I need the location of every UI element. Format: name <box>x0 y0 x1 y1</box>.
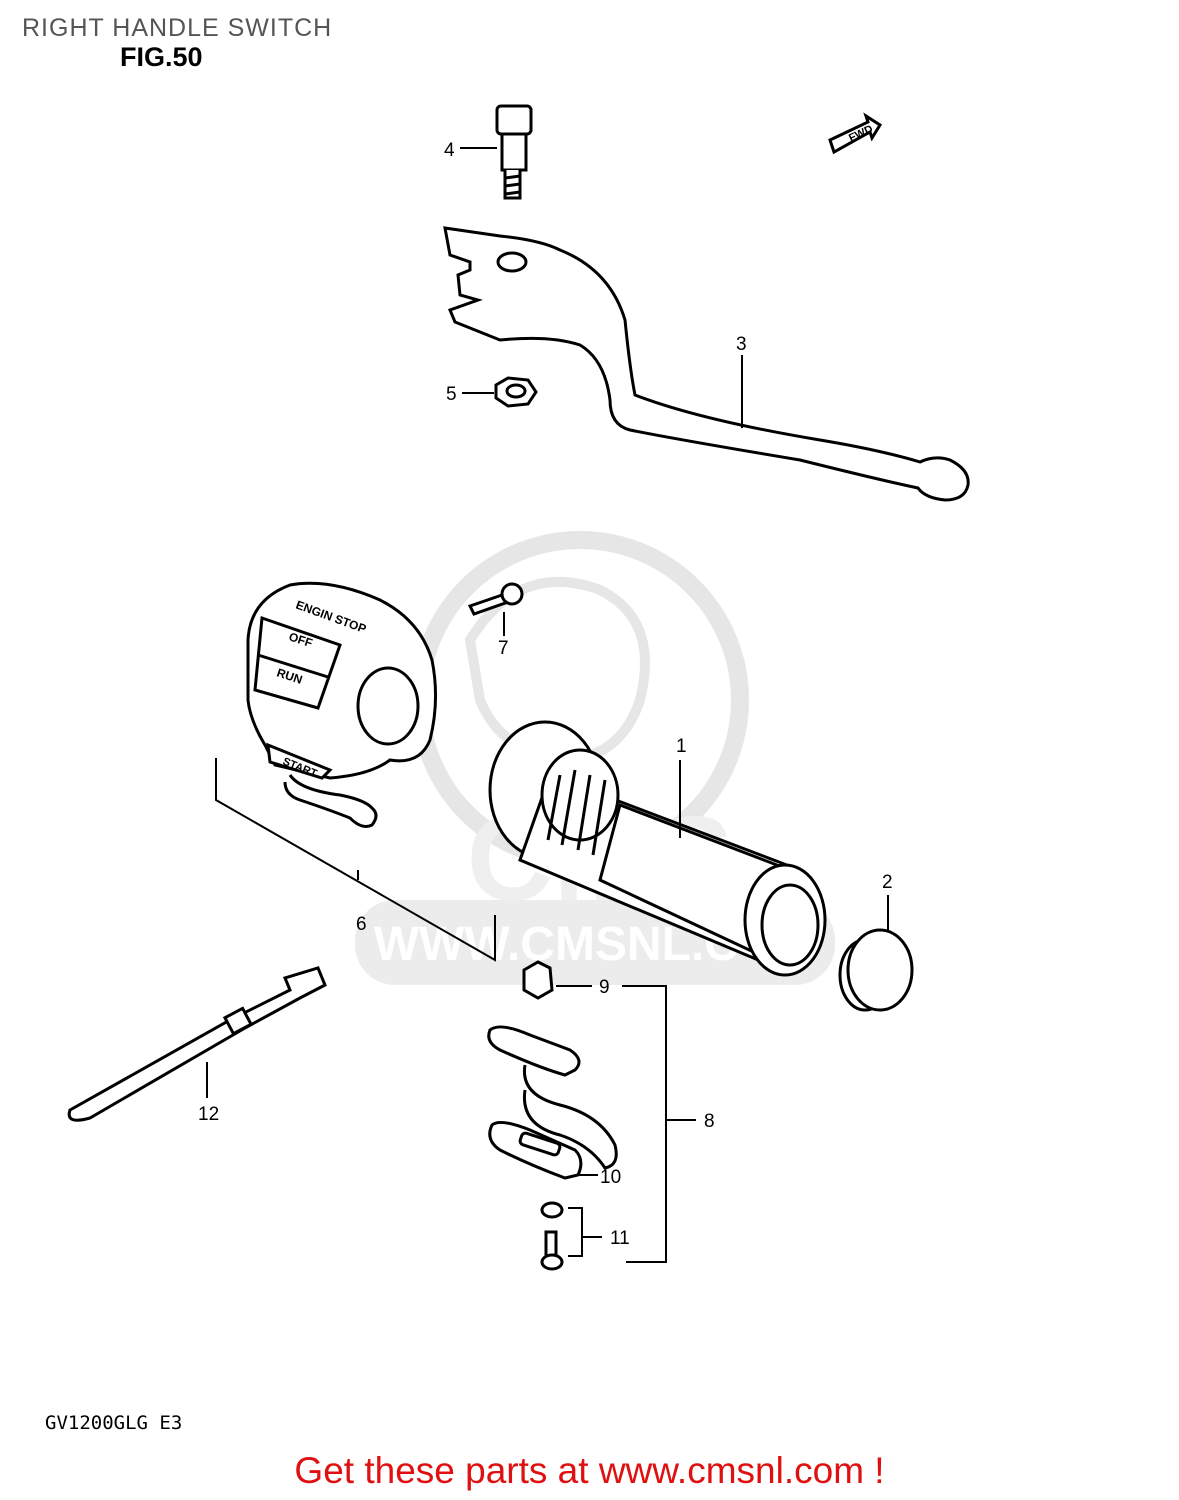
brake-lever-part-3 <box>443 226 970 502</box>
page-title: RIGHT HANDLE SWITCH <box>22 14 333 42</box>
nut-part-5 <box>494 376 538 408</box>
callout-numbers: 1 2 3 4 5 6 7 8 9 10 11 12 <box>198 140 893 1249</box>
wire-holder-part-8 <box>487 1025 618 1170</box>
clamp-part-10 <box>488 1120 583 1180</box>
strap-part-12 <box>67 966 327 1122</box>
screw-washer-part-11 <box>540 1201 564 1271</box>
end-cap-part-2 <box>838 928 914 1012</box>
callout-4: 4 <box>444 140 455 161</box>
grip-part-1 <box>488 720 827 977</box>
callout-5: 5 <box>446 384 457 405</box>
clip-part-9 <box>522 960 554 1000</box>
screw-part-7 <box>467 582 524 616</box>
callout-3: 3 <box>736 334 747 355</box>
callout-2: 2 <box>882 872 893 893</box>
callout-6: 6 <box>356 914 367 935</box>
footer-prefix: Get these parts at <box>294 1450 599 1491</box>
callout-11: 11 <box>610 1228 630 1249</box>
forward-arrow-icon: FWD <box>828 112 883 155</box>
switch-housing-part-6: ENGIN STOP OFF RUN START <box>246 581 438 828</box>
footer-suffix: ! <box>864 1450 885 1491</box>
figure-number: FIG.50 <box>120 42 203 72</box>
footer-link[interactable]: www.cmsnl.com <box>598 1450 865 1491</box>
fwd-label: FWD <box>847 123 875 144</box>
model-code: GV1200GLG E3 <box>45 1412 183 1434</box>
footer-banner: Get these parts at www.cmsnl.com ! <box>0 1450 1179 1492</box>
callout-12: 12 <box>198 1104 219 1125</box>
callout-10: 10 <box>600 1167 621 1188</box>
callout-8: 8 <box>704 1111 715 1132</box>
callout-9: 9 <box>599 977 610 998</box>
bolt-part-4 <box>495 104 533 200</box>
callout-7: 7 <box>498 638 509 659</box>
callout-1: 1 <box>676 736 687 757</box>
